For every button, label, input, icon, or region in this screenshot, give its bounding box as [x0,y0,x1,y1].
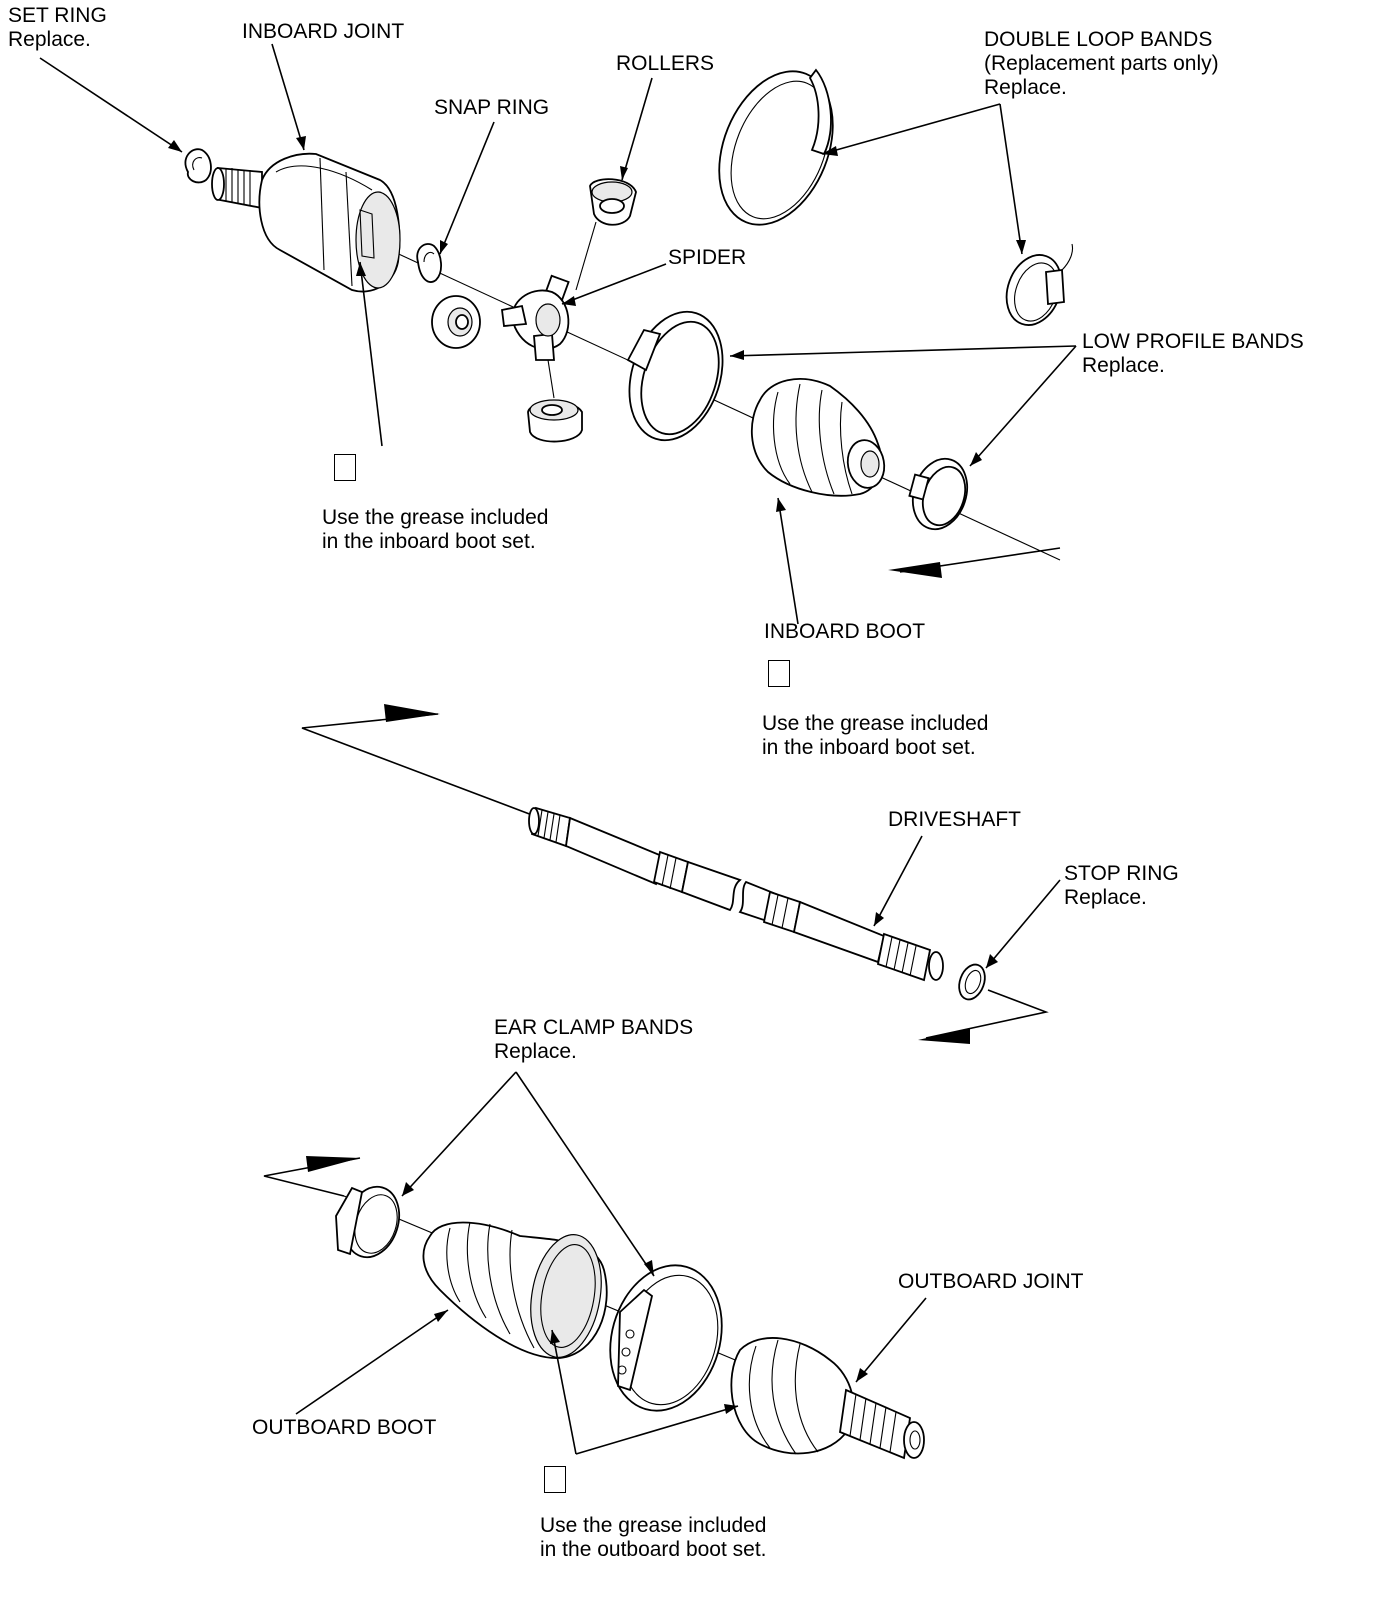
label-ear-clamp-bands-line1: EAR CLAMP BANDS [494,1016,694,1039]
label-inboard-boot: INBOARD BOOT [764,620,926,643]
label-spider: SPIDER [668,246,747,269]
label-outboard-boot: OUTBOARD BOOT [252,1416,437,1439]
label-stop-ring-line2: Replace. [1064,886,1147,909]
outboard-boot-part [422,1221,608,1359]
roller-left-part [431,295,481,349]
break-arrow-middle-left [301,704,541,819]
label-low-profile-bands-line1: LOW PROFILE BANDS [1082,330,1304,353]
inboard-boot-part [750,378,886,497]
grease-symbol-box-2 [768,660,790,687]
label-stop-ring-line1: STOP RING [1064,862,1179,885]
label-double-loop-bands-line1: DOUBLE LOOP BANDS [984,28,1213,51]
label-snap-ring: SNAP RING [434,96,550,119]
outboard-joint-part [730,1337,925,1460]
spider-roller-guide [547,359,555,399]
label-low-profile-bands: LOW PROFILE BANDS Replace. [1082,330,1304,378]
label-stop-ring: STOP RING Replace. [1064,862,1179,910]
label-set-ring: SET RING Replace. [8,4,107,52]
inboard-joint-part [211,152,401,293]
low-profile-band-small-part [908,457,969,531]
note-grease-outboard-line1: Use the grease included [540,1514,767,1537]
ear-clamp-band-large-part [609,1264,723,1412]
note-grease-inboard-2-line1: Use the grease included [762,712,989,735]
break-arrow-middle-right [918,989,1049,1044]
label-double-loop-bands: DOUBLE LOOP BANDS (Replacement parts onl… [984,28,1219,100]
set-ring-part [184,148,212,184]
double-loop-band-small-part [1005,243,1074,326]
spider-part [501,274,570,361]
label-outboard-joint: OUTBOARD JOINT [898,1270,1084,1293]
label-ear-clamp-bands: EAR CLAMP BANDS Replace. [494,1016,693,1064]
top-leader-lines [39,43,1077,625]
middle-leader-lines [873,835,1061,969]
driveshaft-part [528,806,944,982]
note-grease-inboard-1-line1: Use the grease included [322,506,549,529]
grease-symbol-box-1 [334,454,356,481]
label-set-ring-line2: Replace. [8,28,91,51]
low-profile-band-large-part [626,310,724,442]
note-grease-inboard-1-line2: in the inboard boot set. [322,530,536,553]
label-double-loop-bands-line3: Replace. [984,76,1067,99]
spider-roller-guide-top [575,221,597,291]
break-arrow-bottom [263,1156,361,1197]
label-double-loop-bands-line2: (Replacement parts only) [984,52,1219,75]
note-grease-inboard-2-line2: in the inboard boot set. [762,736,976,759]
stop-ring-part [958,963,986,1001]
label-ear-clamp-bands-line2: Replace. [494,1040,577,1063]
bottom-leader-lines [295,1071,927,1455]
ear-clamp-band-small-part [335,1185,401,1259]
roller-top-part [589,178,637,226]
label-rollers: ROLLERS [616,52,715,75]
label-driveshaft: DRIVESHAFT [888,808,1022,831]
label-set-ring-line1: SET RING [8,4,107,27]
note-grease-outboard: Use the grease included in the outboard … [540,1514,767,1562]
note-grease-inboard-1: Use the grease included in the inboard b… [322,506,548,554]
roller-bottom-part [527,399,583,443]
note-grease-outboard-line2: in the outboard boot set. [540,1538,767,1561]
note-grease-inboard-2: Use the grease included in the inboard b… [762,712,988,760]
grease-symbol-box-3 [544,1466,566,1493]
label-inboard-joint: INBOARD JOINT [242,20,405,43]
break-arrow-top [888,547,1061,578]
snap-ring-part [416,243,442,283]
label-low-profile-bands-line2: Replace. [1082,354,1165,377]
double-loop-band-large-part [718,68,834,226]
